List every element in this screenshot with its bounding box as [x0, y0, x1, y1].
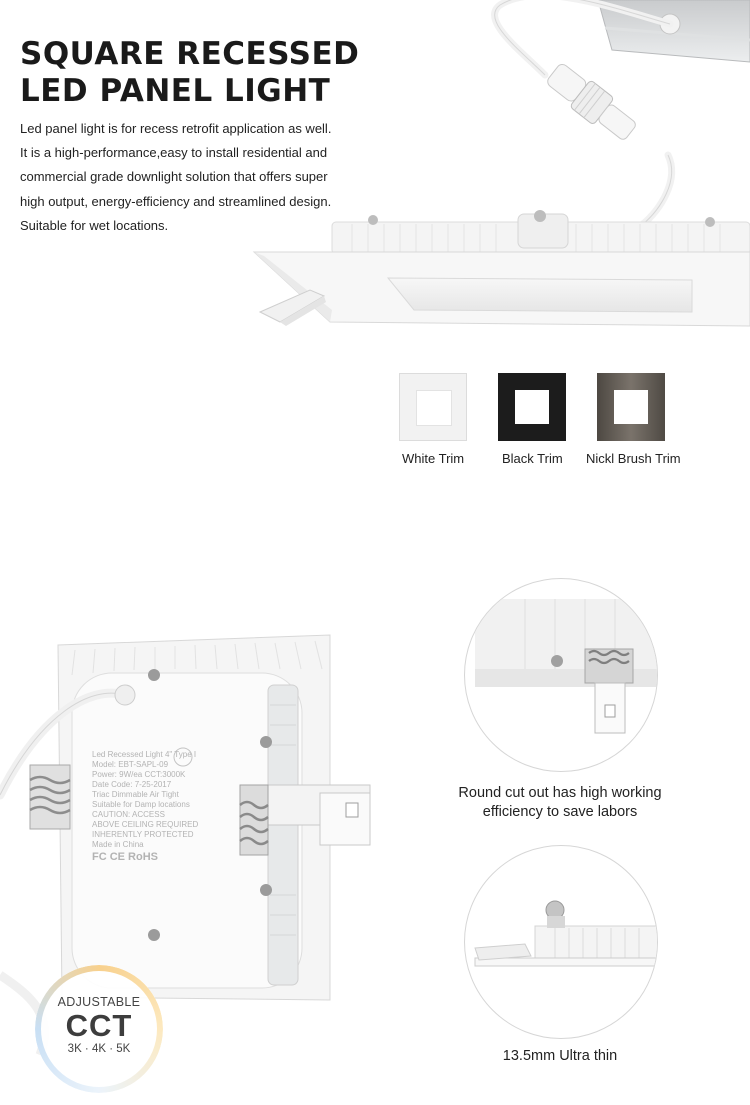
panel-profile-closeup-icon: [474, 900, 657, 967]
sticker-line: Date Code: 7-25-2017: [92, 780, 172, 789]
thin-profile-closeup-circle: [464, 845, 658, 1039]
description-line: Suitable for wet locations.: [20, 217, 169, 233]
product-description: Led panel light is for recess retrofit a…: [20, 117, 400, 238]
cct-temps-label: 3K · 4K · 5K: [67, 1043, 131, 1055]
clip-feature-caption: Round cut out has high working efficienc…: [458, 785, 662, 820]
cct-main-label: CCT: [65, 1008, 133, 1043]
panel-light-product-image: [252, 0, 750, 327]
description-line: commercial grade downlight solution that…: [20, 169, 328, 185]
adjustable-cct-badge: ADJUSTABLE CCT 3K · 4K · 5K: [35, 965, 163, 1093]
panel-housing-icon: [331, 210, 750, 255]
black-trim-swatch: [498, 373, 566, 441]
sticker-line: Suitable for Damp locations: [92, 800, 190, 809]
white-trim-label: White Trim: [402, 451, 465, 466]
certification-mark-icon: [173, 747, 193, 767]
cct-adjustable-label: ADJUSTABLE: [57, 995, 141, 1009]
sticker-line: Led Recessed Light 4" Type I: [92, 750, 196, 759]
white-trim-swatch: [399, 373, 467, 441]
nickel-brush-trim-swatch: [597, 373, 665, 441]
cct-gradient-ring-icon: [35, 965, 163, 1093]
spring-clip-closeup-icon: [475, 599, 657, 734]
left-spring-clip-icon: [29, 764, 71, 830]
spring-clip-icon: [258, 289, 326, 326]
cable-connector-icon: [547, 63, 636, 140]
title-line-1: SQUARE RECESSED: [20, 36, 360, 72]
sticker-line: Model: EBT-SAPL-09: [92, 760, 169, 769]
panel-flange-icon: [252, 251, 750, 327]
title-line-2: LED PANEL LIGHT: [20, 73, 331, 109]
sticker-line: Triac Dimmable Air Tight: [92, 790, 180, 799]
sticker-line: INHERENTLY PROTECTED: [92, 830, 194, 839]
description-line: Led panel light is for recess retrofit a…: [20, 121, 332, 136]
sticker-line: Made in China: [92, 840, 144, 849]
thin-feature-caption: 13.5mm Ultra thin: [502, 1048, 618, 1064]
description-line: high output, energy-efficiency and strea…: [20, 193, 332, 209]
clip-closeup-circle: [464, 578, 658, 772]
sticker-line: ABOVE CEILING REQUIRED: [92, 820, 198, 829]
sticker-line: FC CE RoHS: [92, 851, 158, 863]
black-trim-label: Black Trim: [502, 451, 563, 466]
page-title: SQUARE RECESSED LED PANEL LIGHT: [20, 36, 359, 110]
description-line: It is a high-performance,easy to install…: [20, 145, 328, 161]
label-sticker-text: Led Recessed Light 4" Type I Model: EBT-…: [92, 750, 198, 863]
nickel-brush-trim-label: Nickl Brush Trim: [586, 451, 681, 466]
sticker-line: CAUTION: ACCESS: [92, 810, 165, 819]
right-spring-clip-icon: [239, 784, 371, 856]
sticker-line: Power: 9W/ea CCT:3000K: [92, 770, 186, 779]
